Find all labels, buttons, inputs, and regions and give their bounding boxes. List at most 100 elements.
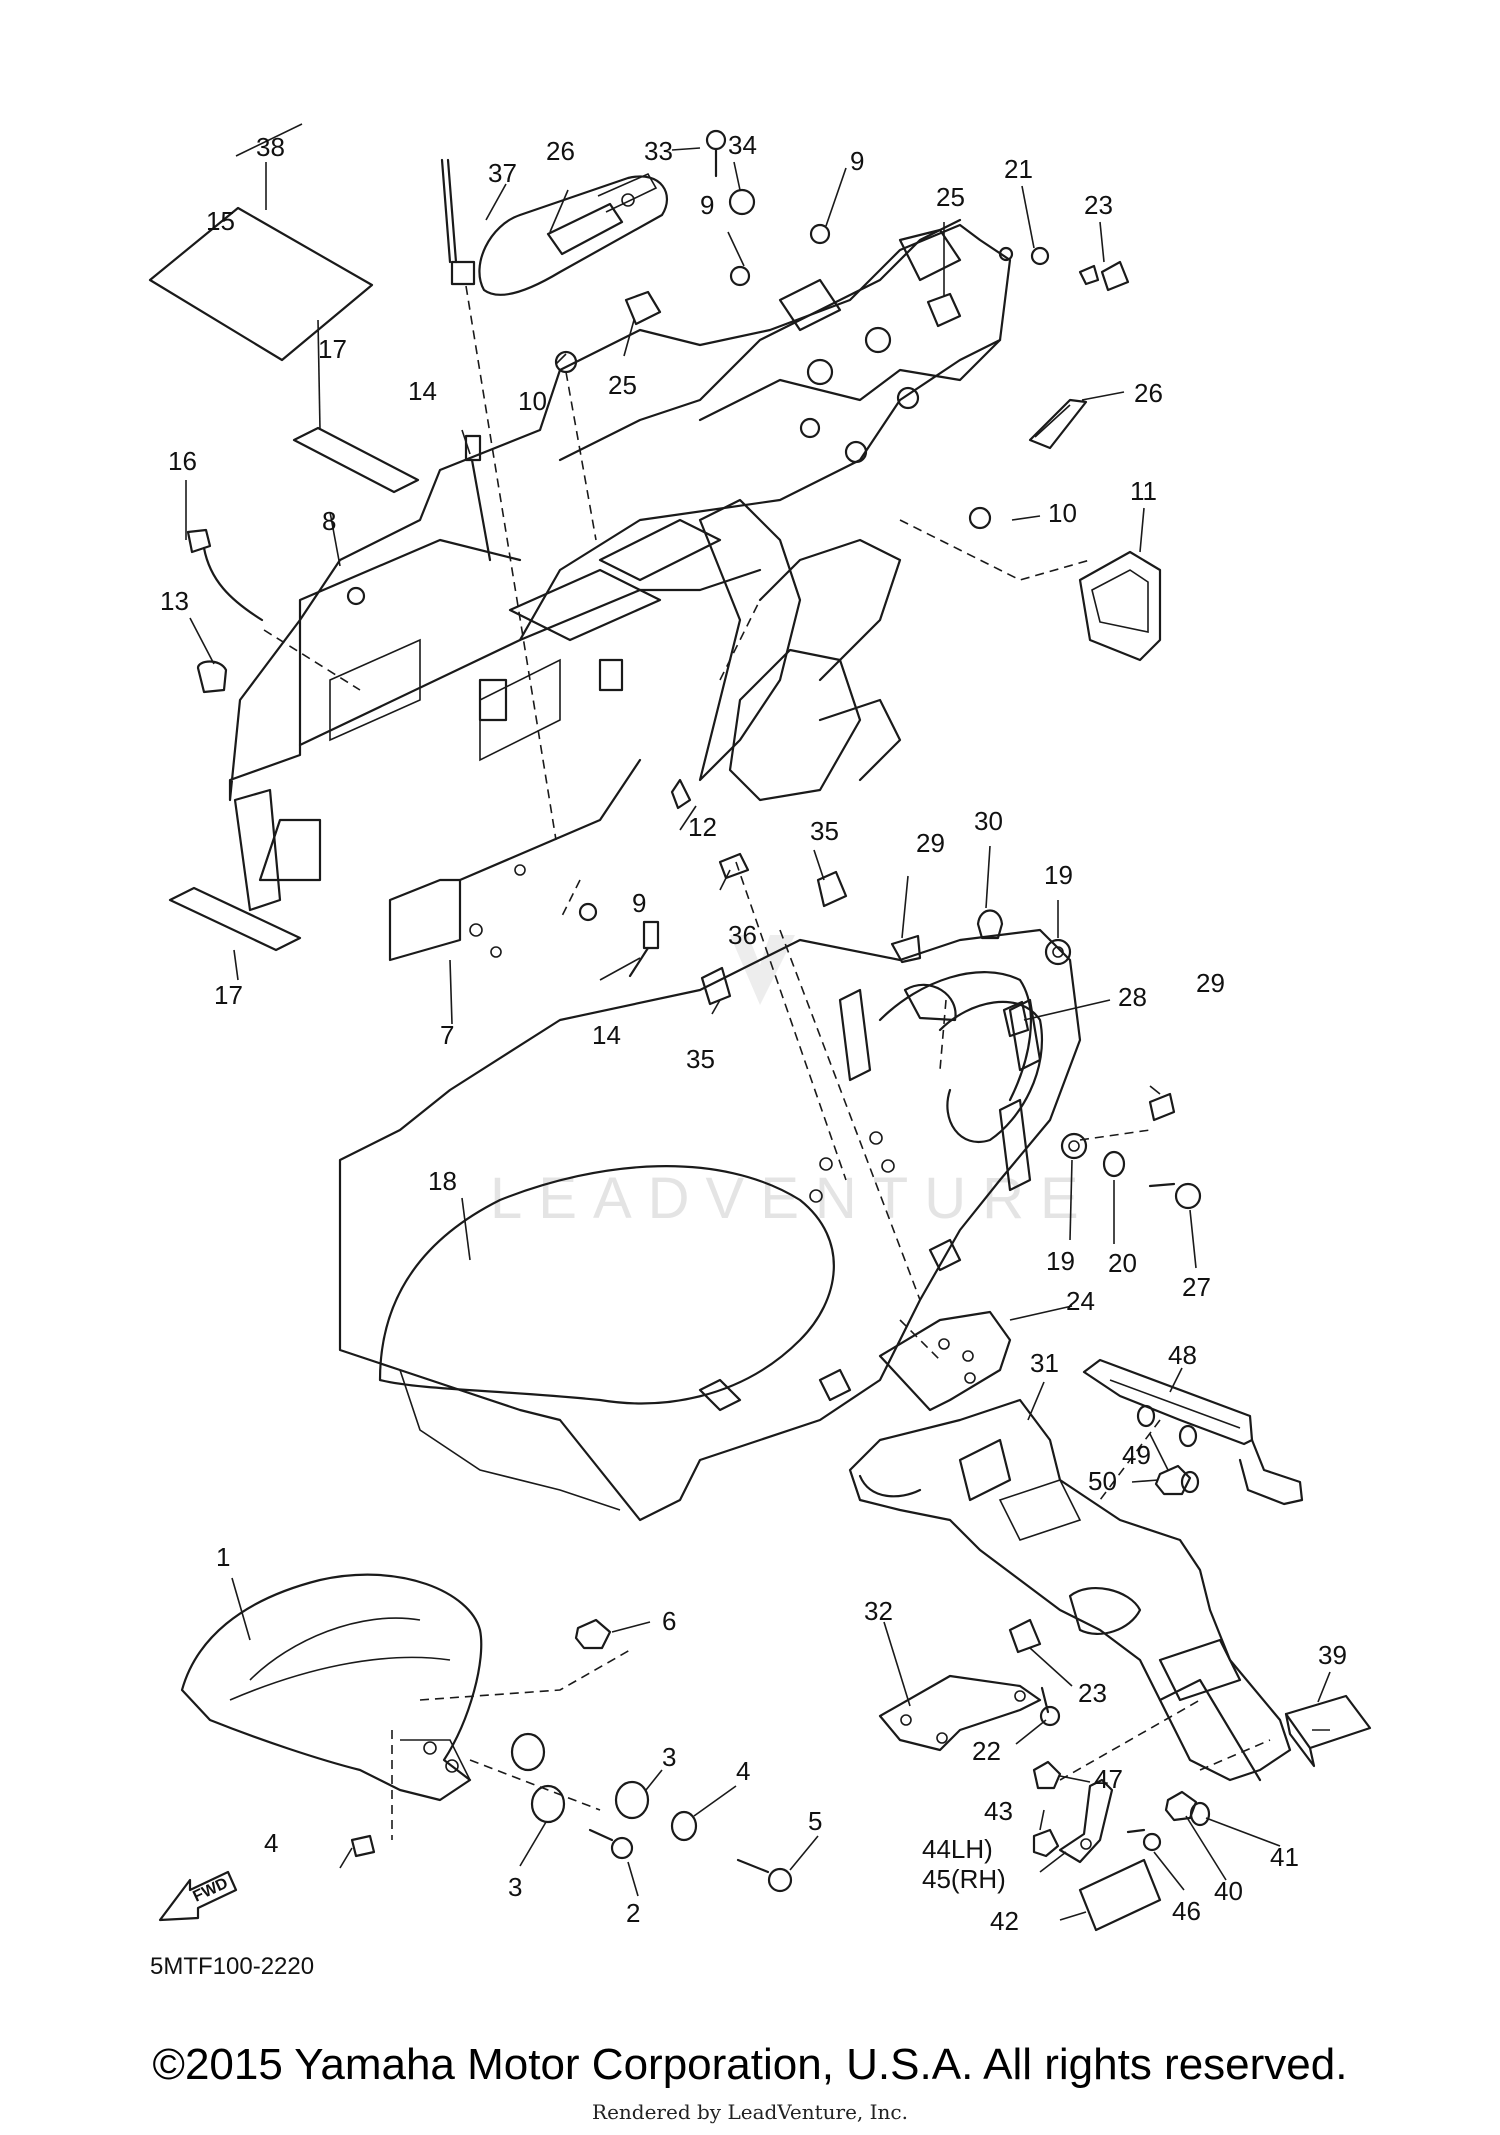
callout-32: 32: [864, 1596, 893, 1626]
callout-35-top: 35: [810, 816, 839, 846]
part-49-washer: [1136, 1404, 1198, 1448]
callout-34: 34: [728, 130, 757, 160]
part-19-grommet-top: [1044, 938, 1072, 966]
callout-9-c: 9: [632, 888, 646, 918]
callout-43: 43: [984, 1796, 1013, 1826]
callout-14-bottom: 14: [592, 1020, 621, 1050]
callout-29-top: 29: [916, 828, 945, 858]
callout-2: 2: [626, 1898, 640, 1928]
part-4-collar-right: [670, 1810, 698, 1842]
part-35-clip-bottom: [700, 966, 732, 1006]
callout-10-right: 10: [1048, 498, 1077, 528]
callout-27: 27: [1182, 1272, 1211, 1302]
part-44-45-reflector-bracket: [1058, 1778, 1114, 1864]
part-23-clip-lower: [1008, 1618, 1042, 1654]
callout-6: 6: [662, 1606, 676, 1636]
callout-17-bottom: 17: [214, 980, 243, 1010]
callout-7: 7: [440, 1020, 454, 1050]
small-fasteners: [346, 129, 1100, 922]
callout-26-right: 26: [1134, 378, 1163, 408]
part-18-rear-fender-panel: [338, 928, 1082, 1522]
part-29-wire-holder-top: [890, 934, 922, 964]
callout-4-left: 4: [264, 1828, 278, 1858]
callout-28: 28: [1118, 982, 1147, 1012]
upper-tray: [558, 218, 1002, 464]
callout-18: 18: [428, 1166, 457, 1196]
part-50-nut: [1154, 1464, 1200, 1496]
callout-26-top: 26: [546, 136, 575, 166]
callout-25-right: 25: [936, 182, 965, 212]
part-14-tie-upper: [464, 434, 492, 562]
part-22-screw: [1039, 1686, 1061, 1727]
part-47-nut: [1032, 1760, 1062, 1790]
part-36-clamp: [718, 852, 750, 880]
part-21-screw: [1030, 246, 1050, 266]
leader-lines: [185, 123, 1331, 1921]
callout-8: 8: [322, 506, 336, 536]
callout-14-top: 14: [408, 376, 437, 406]
part-25-clips: [624, 290, 962, 328]
part-3-grommet-b: [530, 1784, 566, 1824]
callout-47: 47: [1094, 1764, 1123, 1794]
part-6-nut: [574, 1618, 612, 1650]
part-14-tie-lower: [628, 920, 660, 978]
callout-50: 50: [1088, 1466, 1117, 1496]
part-46-screw: [1126, 1828, 1162, 1852]
callout-44lh: 44LH): [922, 1834, 993, 1864]
callout-24: 24: [1066, 1286, 1095, 1316]
callout-42: 42: [990, 1906, 1019, 1936]
part-26-strap-right: [1028, 398, 1088, 450]
callout-46: 46: [1172, 1896, 1201, 1926]
callout-9-a: 9: [700, 190, 714, 220]
callout-23-top: 23: [1084, 190, 1113, 220]
callout-21: 21: [1004, 154, 1033, 184]
drawing-code: 5MTF100-2220: [150, 1953, 314, 1980]
part-42-side-reflector: [1078, 1858, 1162, 1932]
callout-49: 49: [1122, 1440, 1151, 1470]
part-40-nut: [1164, 1790, 1198, 1822]
part-16-wire: [186, 528, 264, 622]
callout-20: 20: [1108, 1248, 1137, 1278]
callout-19-right: 19: [1046, 1246, 1075, 1276]
callout-23-bottom: 23: [1078, 1678, 1107, 1708]
part-13-clamp: [196, 660, 228, 694]
callout-10-left: 10: [518, 386, 547, 416]
part-19-grommet-right: [1060, 1132, 1088, 1160]
callout-22: 22: [972, 1736, 1001, 1766]
part-23-clip-upper: [1100, 260, 1130, 292]
part-24-bracket-plate: [878, 1310, 1012, 1412]
callout-41: 41: [1270, 1842, 1299, 1872]
callout-3-left: 3: [508, 1872, 522, 1902]
part-43-nut: [1032, 1828, 1060, 1858]
part-29-wire-holder-right: [1148, 1092, 1176, 1122]
part-32-bracket: [878, 1674, 1042, 1752]
callout-19-top: 19: [1044, 860, 1073, 890]
part-5-bolt: [736, 1858, 793, 1893]
callout-33: 33: [644, 136, 673, 166]
tail-light-housing: [698, 498, 902, 802]
callout-39: 39: [1318, 1640, 1347, 1670]
part-2-bolt: [588, 1828, 634, 1860]
assembly-lines: [263, 285, 1271, 1840]
callout-5: 5: [808, 1806, 822, 1836]
callout-38: 38: [256, 132, 285, 162]
fwd-arrow-icon: FWD: [158, 1870, 238, 1922]
part-35-clip-top: [816, 870, 848, 908]
part-15-cable-tie: [440, 158, 476, 286]
part-39-reflector: [1284, 1694, 1372, 1768]
watermark-logo: [730, 935, 795, 1005]
part-48-license-bracket: [1082, 1358, 1304, 1506]
callout-13: 13: [160, 586, 189, 616]
copyright-notice: ©2015 Yamaha Motor Corporation, U.S.A. A…: [152, 2040, 1348, 2089]
part-17-pad-top: [292, 426, 420, 494]
part-30-rubber-cap: [976, 909, 1004, 940]
callout-11: 11: [1130, 476, 1157, 506]
callout-3-right: 3: [662, 1742, 676, 1772]
callout-48: 48: [1168, 1340, 1197, 1370]
part-41-washer: [1189, 1801, 1211, 1827]
part-28-clip: [1002, 1000, 1030, 1038]
part-20-washer: [1102, 1150, 1126, 1178]
part-1-front-fender: [180, 1573, 483, 1802]
part-3-grommet-a: [510, 1732, 546, 1772]
